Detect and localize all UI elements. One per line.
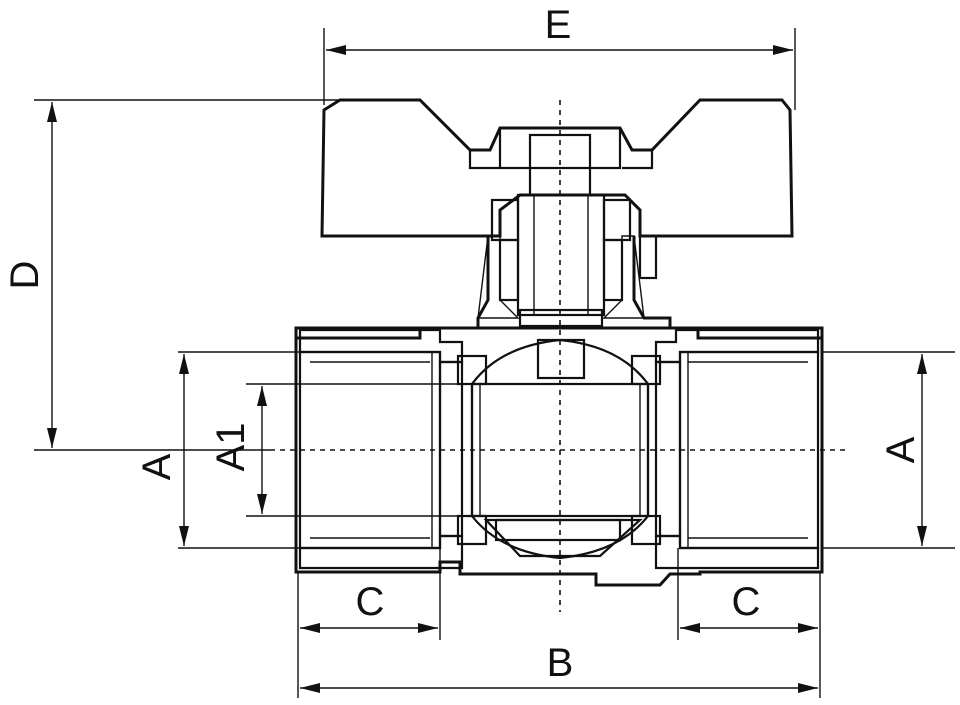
valve-neck	[296, 235, 822, 340]
dimension-B: B	[300, 641, 818, 693]
valve-body	[294, 326, 824, 587]
dimension-E: E	[323, 3, 796, 110]
dimension-A-right: A	[822, 351, 955, 549]
valve-stem	[490, 193, 658, 328]
label-D: D	[3, 261, 47, 290]
center-lines	[270, 100, 850, 612]
label-A1: A1	[209, 423, 253, 472]
dimension-A1: A1	[209, 383, 472, 517]
dimension-D: D	[3, 99, 340, 451]
label-A-left: A	[135, 453, 179, 480]
label-E: E	[545, 3, 572, 47]
label-C-left: C	[356, 580, 385, 624]
dimension-A-left: A	[135, 351, 300, 549]
dimension-C-left: C	[297, 548, 441, 698]
dimension-C-right: C	[677, 548, 821, 698]
label-C-right: C	[732, 580, 761, 624]
label-A-right: A	[879, 436, 923, 463]
label-B: B	[547, 641, 574, 685]
butterfly-handle	[320, 98, 794, 238]
